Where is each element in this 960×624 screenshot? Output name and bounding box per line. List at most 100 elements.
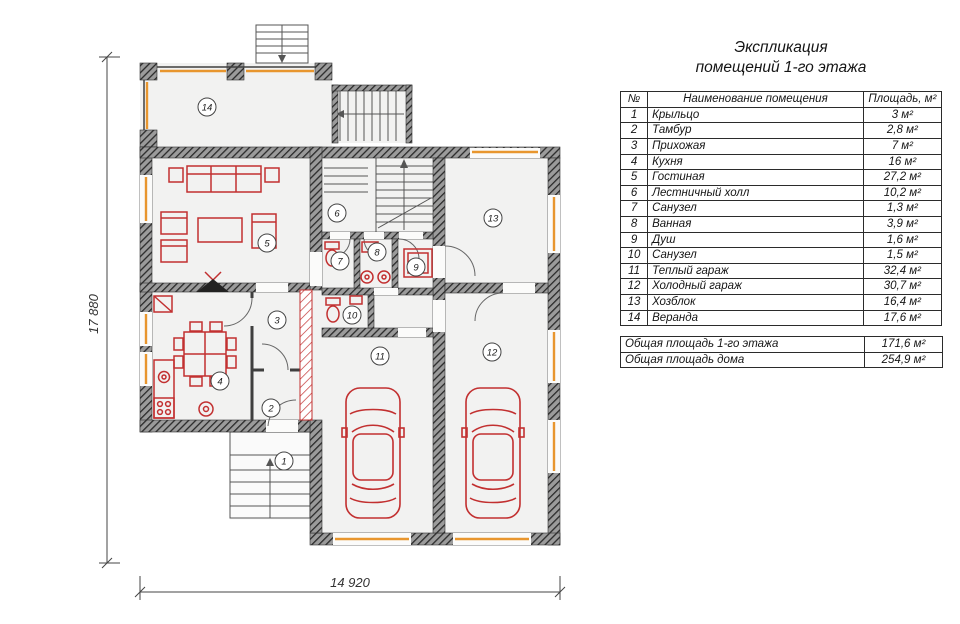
title-line-1: Экспликация xyxy=(734,39,828,56)
room-area-cell: 32,4 м² xyxy=(862,262,943,280)
windows xyxy=(144,69,556,541)
room-name-cell: Кухня xyxy=(647,153,864,171)
total-house-label: Общая площадь дома xyxy=(620,351,865,369)
room-name-cell: Веранда xyxy=(647,309,864,327)
room-area-cell: 1,5 м² xyxy=(862,247,943,264)
room-num-cell: 11 xyxy=(619,262,649,280)
dimensions: 17 880 14 920 xyxy=(86,51,566,600)
thin-walls xyxy=(143,66,315,420)
room-name-cell: Санузел xyxy=(647,200,864,218)
room-num-cell: 7 xyxy=(619,200,649,218)
room-number-3: 3 xyxy=(274,315,280,326)
room-number-7: 7 xyxy=(337,256,343,267)
room-number-8: 8 xyxy=(374,247,380,258)
room-number-5: 5 xyxy=(264,238,270,249)
room-name-cell: Гостиная xyxy=(647,169,864,186)
room-number-14: 14 xyxy=(202,102,213,113)
room-marker-2 xyxy=(261,398,281,418)
total-row-floor: Общая площадь 1-го этажа 171,6 м² xyxy=(620,336,943,353)
room-name-cell: Холодный гараж xyxy=(647,278,864,295)
room-area-cell: 16 м² xyxy=(862,153,943,171)
room-area-cell: 27,2 м² xyxy=(862,169,943,186)
total-floor-area: 171,6 м² xyxy=(864,336,943,353)
room-number-12: 12 xyxy=(487,347,498,358)
stair-upper-flight xyxy=(336,87,404,141)
room-number-9: 9 xyxy=(413,262,419,273)
room-area-cell: 1,6 м² xyxy=(862,231,943,249)
room-name-cell: Лестничный холл xyxy=(647,184,864,202)
stair-internal xyxy=(324,158,433,232)
room-marker-11 xyxy=(370,346,390,366)
stairs xyxy=(229,24,433,519)
totals-table: Общая площадь 1-го этажа 171,6 м² Общая … xyxy=(620,336,943,369)
room-num-cell: 3 xyxy=(619,138,649,155)
total-floor-label: Общая площадь 1-го этажа xyxy=(620,336,865,353)
room-name-cell: Душ xyxy=(647,231,864,249)
dim-height-label: 17 880 xyxy=(86,293,101,334)
room-num-cell: 8 xyxy=(619,216,649,233)
room-number-6: 6 xyxy=(334,208,340,219)
room-marker-3 xyxy=(267,310,287,330)
room-marker-7 xyxy=(330,251,350,271)
room-marker-5 xyxy=(257,233,277,253)
room-num-cell: 2 xyxy=(619,122,649,140)
explication-panel: Экспликация помещений 1-го этажа № Наиме… xyxy=(619,38,943,369)
room-marker-14 xyxy=(197,97,217,117)
room-number-10: 10 xyxy=(347,310,358,321)
page-title: Экспликация помещений 1-го этажа xyxy=(620,38,942,78)
header-name: Наименование помещения xyxy=(647,91,864,108)
room-number-4: 4 xyxy=(217,376,222,387)
room-area-cell: 7 м² xyxy=(862,138,943,155)
stair-top-exterior xyxy=(255,24,309,64)
room-area-cell: 30,7 м² xyxy=(862,278,943,295)
room-name-cell: Тамбур xyxy=(647,122,864,140)
room-num-cell: 13 xyxy=(619,294,649,311)
room-area-cell: 16,4 м² xyxy=(862,294,943,311)
dim-vertical: 17 880 xyxy=(86,51,120,569)
room-number-11: 11 xyxy=(375,351,385,362)
room-marker-13 xyxy=(483,208,503,228)
room-area-cell: 3,9 м² xyxy=(862,216,943,233)
room-area-cell: 10,2 м² xyxy=(862,184,943,202)
room-name-cell: Крыльцо xyxy=(647,106,864,124)
room-area-cell: 1,3 м² xyxy=(862,200,943,218)
tv-icon xyxy=(197,279,229,292)
room-num-cell: 12 xyxy=(619,278,649,295)
room-marker-6 xyxy=(327,203,347,223)
room-name-cell: Санузел xyxy=(647,247,864,264)
room-num-cell: 6 xyxy=(619,184,649,202)
room-num-cell: 5 xyxy=(619,169,649,186)
total-house-area: 254,9 м² xyxy=(864,351,943,369)
dim-width-label: 14 920 xyxy=(330,575,371,590)
heated-wall-strip xyxy=(299,289,313,421)
room-name-cell: Прихожая xyxy=(647,138,864,155)
room-marker-1 xyxy=(274,451,294,471)
room-area-cell: 17,6 м² xyxy=(862,309,943,327)
room-num-cell: 10 xyxy=(619,247,649,264)
total-row-house: Общая площадь дома 254,9 м² xyxy=(620,351,943,369)
room-marker-9 xyxy=(406,257,426,277)
dim-horizontal: 14 920 xyxy=(134,575,566,600)
room-num-cell: 9 xyxy=(619,231,649,249)
room-area-cell: 2,8 м² xyxy=(862,122,943,140)
room-number-2: 2 xyxy=(267,403,274,414)
room-num-cell: 4 xyxy=(619,153,649,171)
header-num: № xyxy=(619,91,649,108)
room-area-cell: 3 м² xyxy=(862,106,943,124)
